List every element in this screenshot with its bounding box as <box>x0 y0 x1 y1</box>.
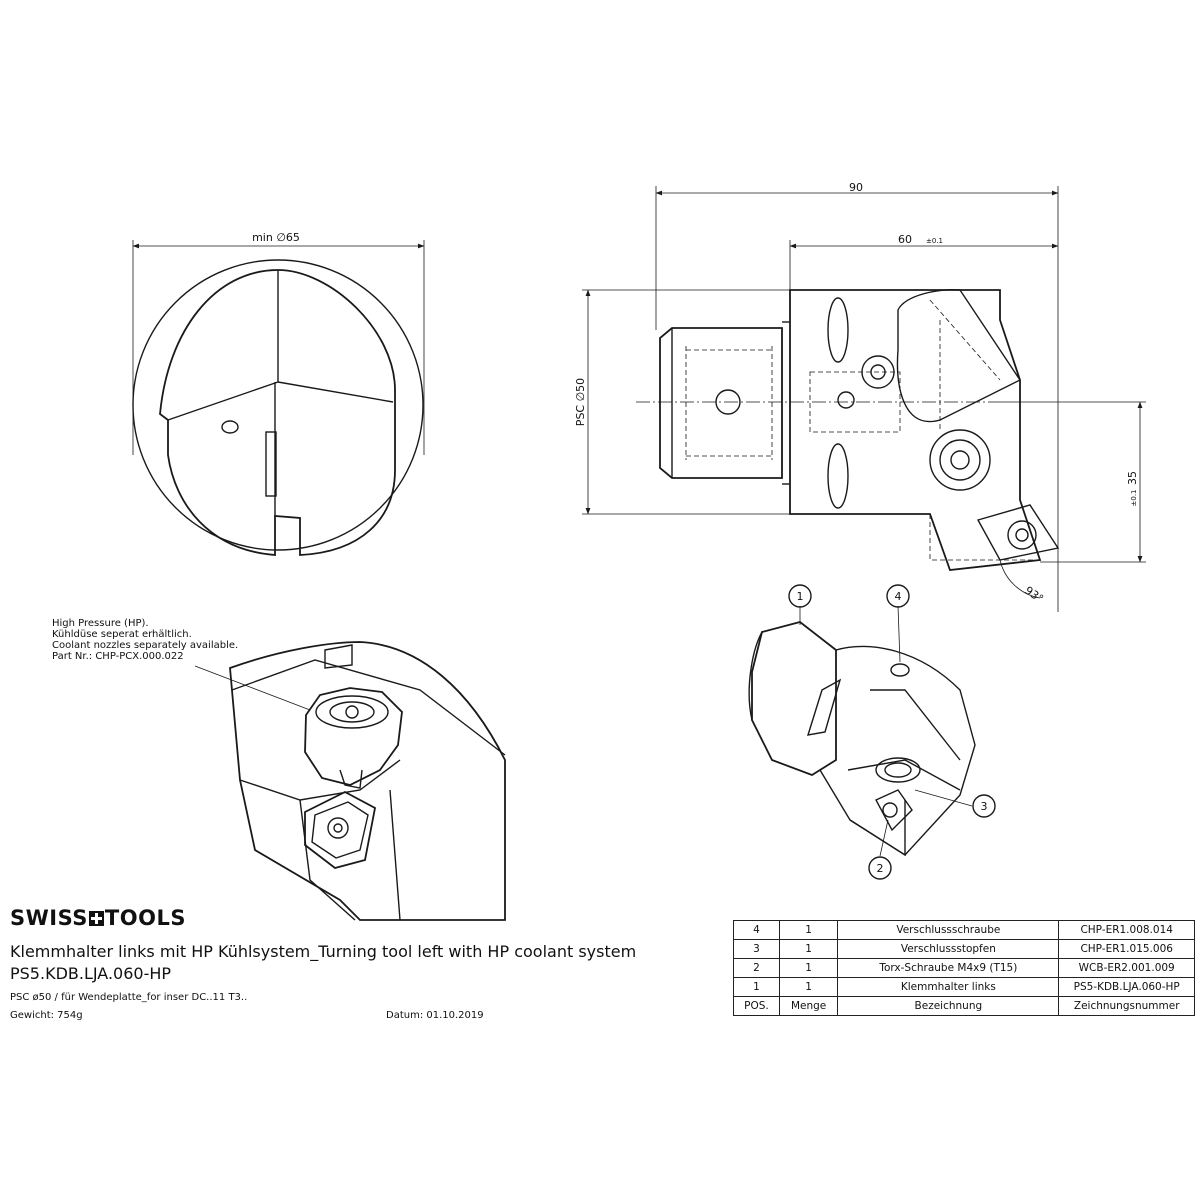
date: Datum: 01.10.2019 <box>386 1010 484 1021</box>
dim-min-diameter: min ∅65 <box>252 231 300 244</box>
detail-view <box>194 641 506 921</box>
bom-header-number: Zeichnungsnummer <box>1058 996 1195 1016</box>
bom-header-name: Bezeichnung <box>837 996 1060 1016</box>
iso-assembly-view: 1 2 3 4 <box>748 584 996 880</box>
brand-right: TOOLS <box>104 906 186 930</box>
side-view: 90 60 ±0.1 PSC ∅50 35 ±0.1 <box>574 181 1146 612</box>
drawing-title: Klemmhalter links mit HP Kühlsystem_Turn… <box>10 942 637 961</box>
part-number: PS5.KDB.LJA.060-HP <box>10 964 172 983</box>
brand-left: SWISS <box>10 906 88 930</box>
bom-pos: 4 <box>733 920 780 940</box>
table-row: 3 1 Verschlussstopfen CHP-ER1.015.006 <box>733 939 1195 959</box>
insert-info: PSC ø50 / für Wendeplatte_for inser DC..… <box>10 992 248 1003</box>
bill-of-materials: 4 1 Verschlussschraube CHP-ER1.008.014 3… <box>733 920 1195 1016</box>
coolant-note-line2: Kühldüse seperat erhältlich. <box>52 629 192 640</box>
bom-qty: 1 <box>778 977 839 997</box>
swiss-cross-icon <box>88 911 104 926</box>
bom-number: CHP-ER1.008.014 <box>1058 920 1195 940</box>
bom-number: PS5-KDB.LJA.060-HP <box>1058 977 1195 997</box>
balloon-3-label: 3 <box>981 800 988 813</box>
dim-overall-length: 90 <box>849 181 863 194</box>
front-view: min ∅65 <box>132 231 425 556</box>
bom-header-pos: POS. <box>733 996 780 1016</box>
balloon-4-label: 4 <box>895 590 902 603</box>
bom-qty: 1 <box>778 939 839 959</box>
dim-head-length: 60 <box>898 233 912 246</box>
dim-head-length-tol: ±0.1 <box>926 237 943 245</box>
bom-name: Klemmhalter links <box>837 977 1060 997</box>
bom-header-qty: Menge <box>778 996 839 1016</box>
dim-angle: 93° <box>1022 584 1045 606</box>
dim-offset: 35 <box>1126 471 1139 485</box>
brand-logo: SWISS TOOLS <box>10 906 186 930</box>
bom-name: Verschlussstopfen <box>837 939 1060 959</box>
dim-offset-tol: ±0.1 <box>1130 490 1138 507</box>
coolant-note: High Pressure (HP). Kühldüse seperat erh… <box>52 618 238 662</box>
balloon-4 <box>886 584 910 608</box>
weight: Gewicht: 754g <box>10 1010 83 1021</box>
table-header-row: POS. Menge Bezeichnung Zeichnungsnummer <box>733 996 1195 1016</box>
bom-name: Verschlussschraube <box>837 920 1060 940</box>
balloon-3 <box>972 794 996 818</box>
bom-qty: 1 <box>778 958 839 978</box>
bom-number: WCB-ER2.001.009 <box>1058 958 1195 978</box>
balloon-2 <box>868 856 892 880</box>
dim-psc-diameter: PSC ∅50 <box>574 378 587 426</box>
balloon-2-label: 2 <box>877 862 884 875</box>
bom-pos: 2 <box>733 958 780 978</box>
coolant-note-line3: Coolant nozzles separately available. <box>52 640 239 651</box>
balloon-1-label: 1 <box>797 590 804 603</box>
bom-pos: 3 <box>733 939 780 959</box>
table-row: 4 1 Verschlussschraube CHP-ER1.008.014 <box>733 920 1195 940</box>
bom-name: Torx-Schraube M4x9 (T15) <box>837 958 1060 978</box>
coolant-note-line1: High Pressure (HP). <box>52 618 149 629</box>
balloon-1 <box>788 584 812 608</box>
bom-number: CHP-ER1.015.006 <box>1058 939 1195 959</box>
table-row: 2 1 Torx-Schraube M4x9 (T15) WCB-ER2.001… <box>733 958 1195 978</box>
bom-qty: 1 <box>778 920 839 940</box>
coolant-note-line4: Part Nr.: CHP-PCX.000.022 <box>52 651 184 662</box>
table-row: 1 1 Klemmhalter links PS5-KDB.LJA.060-HP <box>733 977 1195 997</box>
bom-pos: 1 <box>733 977 780 997</box>
